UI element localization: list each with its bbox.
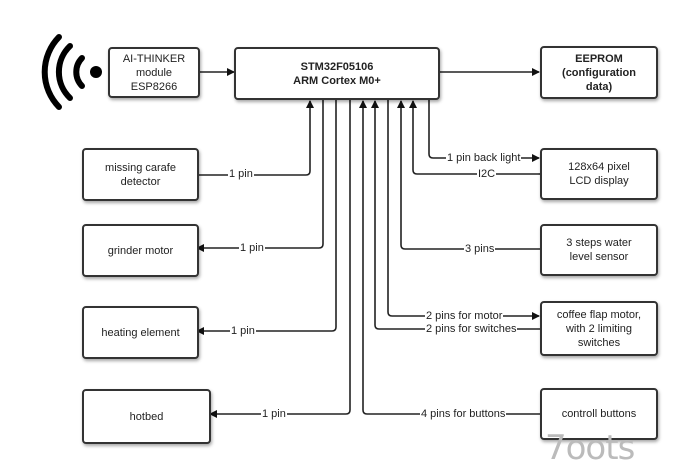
- buttons-link: [359, 100, 540, 415]
- grinder-label: grinder motor: [107, 244, 174, 257]
- grinder-link: [196, 99, 324, 252]
- backlight-pin-label: 1 pin back light: [446, 152, 522, 164]
- wifi-module-line-3: ESP8266: [130, 80, 178, 93]
- carafe-pin-label: 1 pin: [228, 168, 254, 180]
- heating-label: heating element: [101, 326, 180, 339]
- i2c-link: [409, 100, 546, 178]
- eeprom-line-3: data): [585, 80, 613, 93]
- hotbed-label: hotbed: [129, 410, 164, 423]
- switches-link: [371, 100, 540, 330]
- flap-line-3: switches: [577, 336, 621, 349]
- carafe-line-1: missing carafe: [105, 161, 176, 174]
- mcu-line-1: STM32F05106: [300, 60, 374, 73]
- water-level-sensor-block: 3 steps water level sensor: [540, 224, 658, 276]
- water-pins-label: 3 pins: [464, 243, 496, 255]
- water-line-2: level sensor: [569, 251, 629, 263]
- buttons-pins-label: 4 pins for buttons: [420, 408, 507, 420]
- control-buttons-block: controll buttons: [540, 388, 658, 440]
- heating-link: [196, 99, 337, 335]
- buttons-label: controll buttons: [561, 408, 637, 420]
- mcu-line-2: ARM Cortex M0+: [293, 74, 381, 87]
- switches-pins-label: 2 pins for switches: [425, 323, 518, 335]
- water-link: [397, 100, 540, 250]
- i2c-label: I2C: [477, 168, 497, 180]
- grinder-pin-label: 1 pin: [239, 242, 265, 254]
- eeprom-line-2: (configuration: [562, 66, 636, 79]
- watermark: 7oots: [545, 428, 635, 468]
- carafe-line-2: detector: [120, 175, 161, 188]
- flap-line-2: with 2 limiting: [565, 322, 633, 335]
- motor-pins-label: 2 pins for motor: [425, 310, 504, 322]
- water-line-1: 3 steps water: [566, 237, 632, 249]
- heating-pin-label: 1 pin: [230, 325, 256, 337]
- lcd-line-1: 128x64 pixel: [568, 161, 630, 173]
- wifi-signal-icon: [41, 34, 102, 110]
- hotbed-link: [209, 99, 351, 418]
- backlight-link: [428, 99, 540, 162]
- motor-link: [387, 99, 540, 320]
- eeprom-line-1: EEPROM: [575, 52, 623, 65]
- grinder-motor-block: grinder motor: [82, 224, 199, 277]
- wifi-module-line-2: module: [135, 66, 173, 79]
- hotbed-pin-label: 1 pin: [261, 408, 287, 420]
- hotbed-block: hotbed: [82, 389, 211, 444]
- flap-line-1: coffee flap motor,: [556, 308, 642, 321]
- lcd-line-2: LCD display: [569, 175, 629, 187]
- carafe-link: [199, 100, 314, 176]
- wifi-module-line-1: AI-THINKER: [122, 52, 186, 65]
- heating-element-block: heating element: [82, 306, 199, 359]
